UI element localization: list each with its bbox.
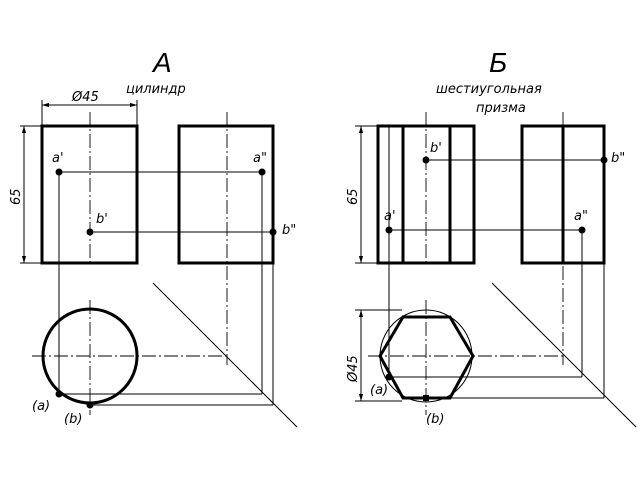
label-a-top: (a) bbox=[370, 383, 388, 398]
point-b-side bbox=[600, 156, 608, 164]
cylinder-front-view bbox=[40, 124, 139, 265]
prism-height-label: 65 bbox=[346, 188, 361, 205]
point-b-top bbox=[86, 401, 94, 409]
point-a-front bbox=[55, 168, 63, 176]
point-b-side bbox=[269, 228, 277, 236]
label-b-top: (b) bbox=[426, 412, 444, 427]
point-b-top bbox=[423, 395, 429, 401]
label-a-side: a" bbox=[574, 209, 588, 224]
prism-top-view-hexagon bbox=[378, 315, 475, 400]
point-a-side bbox=[258, 168, 266, 176]
point-a-top bbox=[385, 373, 393, 381]
cylinder-side-view bbox=[177, 124, 275, 265]
point-a-top bbox=[55, 390, 63, 398]
prism-title: Б bbox=[489, 47, 507, 78]
constant-line-45deg bbox=[491, 282, 637, 428]
cylinder-caption: цилиндр bbox=[126, 82, 186, 97]
cylinder-title: А bbox=[151, 47, 172, 78]
label-a-top: (a) bbox=[32, 399, 50, 414]
cylinder-diameter-label: Ø45 bbox=[71, 90, 99, 105]
label-a-front: a' bbox=[384, 209, 396, 224]
prism-caption-line2: призма bbox=[476, 101, 526, 116]
label-b-front: b' bbox=[96, 212, 108, 227]
prism-diameter-label: Ø45 bbox=[346, 355, 361, 383]
point-b-front bbox=[422, 156, 430, 164]
label-b-front: b' bbox=[430, 141, 442, 156]
point-b-front bbox=[86, 228, 94, 236]
cylinder-drawing: А цилиндр Ø45 65 bbox=[9, 47, 298, 428]
label-b-side: b" bbox=[611, 151, 625, 166]
label-b-top: (b) bbox=[64, 412, 82, 427]
prism-caption-line1: шестиугольная bbox=[436, 82, 542, 97]
cylinder-height-label: 65 bbox=[9, 188, 24, 205]
label-b-side: b" bbox=[282, 223, 296, 238]
hexagonal-prism-drawing: Б шестиугольная призма 65 Ø45 bbox=[346, 47, 637, 428]
point-a-side bbox=[578, 226, 586, 234]
label-a-front: a' bbox=[52, 151, 64, 166]
label-a-side: a" bbox=[253, 151, 267, 166]
point-a-front bbox=[385, 226, 393, 234]
